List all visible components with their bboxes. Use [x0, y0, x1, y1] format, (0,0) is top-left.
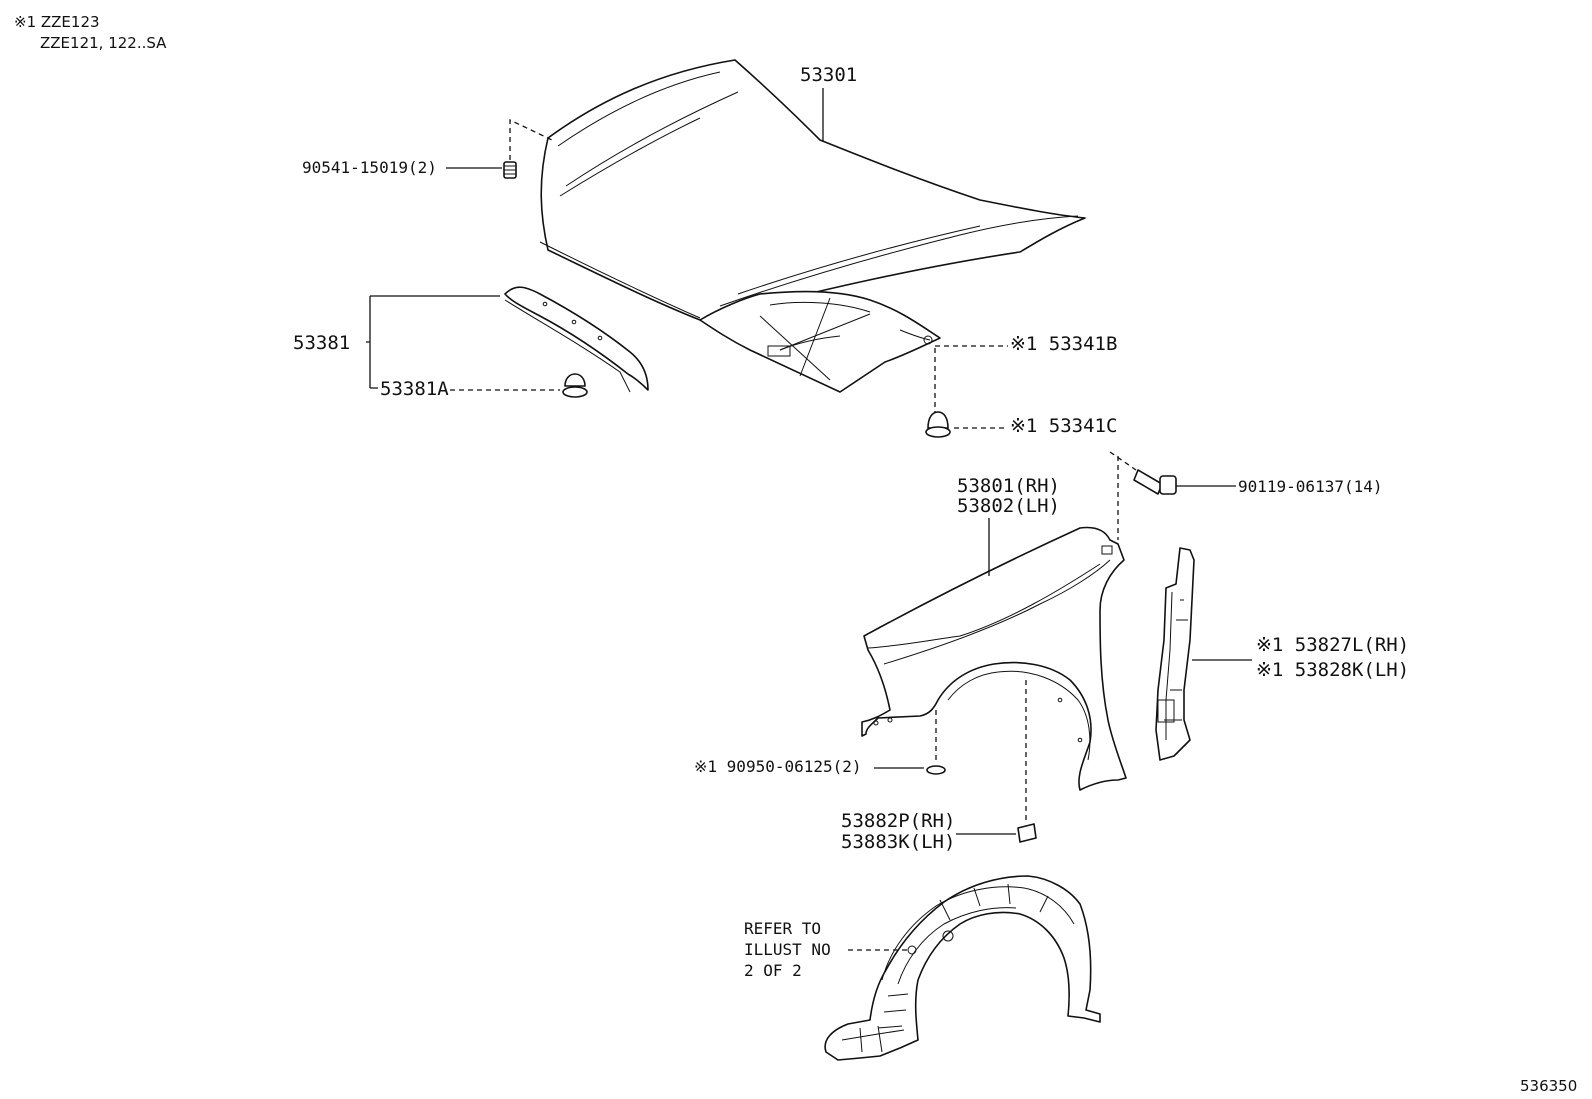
seal-clip-part	[562, 373, 588, 398]
fender-liner-part	[824, 875, 1101, 1061]
protector-lh-label: 53883K(LH)	[841, 831, 955, 853]
hole-plug-label: ※1 90950-06125(2)	[694, 757, 862, 776]
insulator-clip-label: ※1 53341C	[1010, 415, 1117, 437]
insulator-clip-part	[925, 411, 951, 438]
note-line-1: ※1 ZZE123	[14, 13, 100, 31]
hood-bumper-label: 90541-15019(2)	[302, 158, 437, 177]
refer-line-1: REFER TO	[744, 919, 821, 938]
fender-bolt-part	[1133, 469, 1177, 495]
hood-to-cowl-seal-part	[504, 286, 649, 393]
front-fender-part	[861, 526, 1127, 791]
hood-label: 53301	[800, 64, 857, 86]
protector-rh-label: 53882P(RH)	[841, 810, 955, 832]
hood-part	[539, 59, 1086, 393]
fender-rh-label: 53801(RH)	[957, 475, 1060, 497]
hole-plug-part	[926, 765, 946, 775]
refer-line-2: ILLUST NO	[744, 940, 831, 959]
fender-seal-rh-label: ※1 53827L(RH)	[1256, 634, 1409, 656]
fender-bolt-label: 90119-06137(14)	[1238, 477, 1383, 496]
insulator-label: ※1 53341B	[1010, 333, 1117, 355]
hood-bumper-part	[503, 161, 517, 179]
illustration-number: 536350	[1520, 1077, 1577, 1095]
refer-line-3: 2 OF 2	[744, 961, 802, 980]
seal-group-label: 53381	[293, 332, 350, 354]
note-line-2: ZZE121, 122..SA	[40, 34, 167, 52]
seal-clip-label: 53381A	[380, 378, 449, 400]
fender-lh-label: 53802(LH)	[957, 495, 1060, 517]
fender-seal-part	[1155, 547, 1195, 761]
protector-part	[1017, 823, 1037, 843]
fender-seal-lh-label: ※1 53828K(LH)	[1256, 659, 1409, 681]
